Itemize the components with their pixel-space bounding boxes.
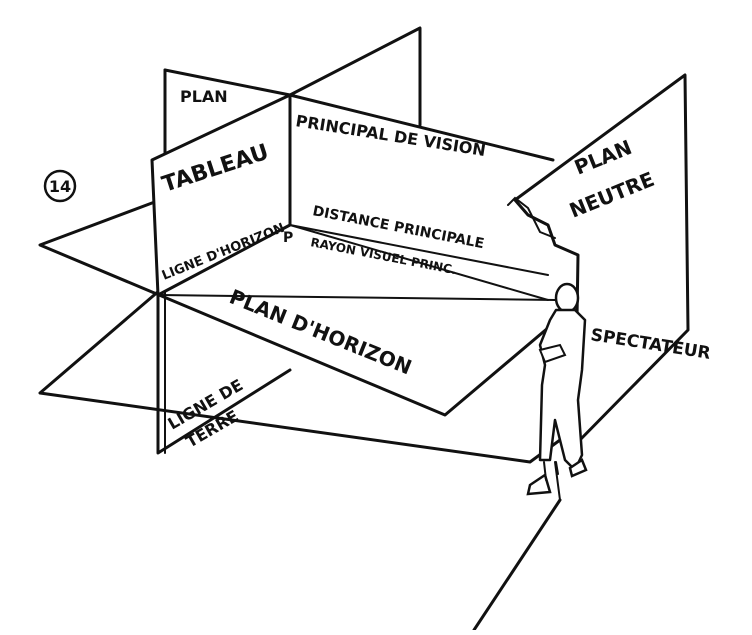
figure-number: 14 — [49, 177, 71, 196]
ground-plane-front-edge — [472, 498, 562, 632]
ground-plane-side-edge — [554, 461, 561, 501]
rayon-visuel-line — [289, 224, 549, 301]
label-point-p: P — [283, 230, 293, 246]
spectator-figure — [526, 282, 588, 496]
plan-neutre-torn-edge — [507, 196, 556, 239]
ligne-de-terre-edge — [156, 293, 292, 455]
horizon-plane-outline — [38, 198, 557, 417]
principal-plane-back-edge — [288, 26, 422, 127]
distance-principale-line — [289, 224, 549, 276]
horizon-plane-back-edge — [159, 294, 556, 301]
figure-number-circle — [43, 169, 77, 203]
label-plan: PLAN — [180, 87, 228, 106]
plan-neutre-plane — [513, 73, 690, 447]
